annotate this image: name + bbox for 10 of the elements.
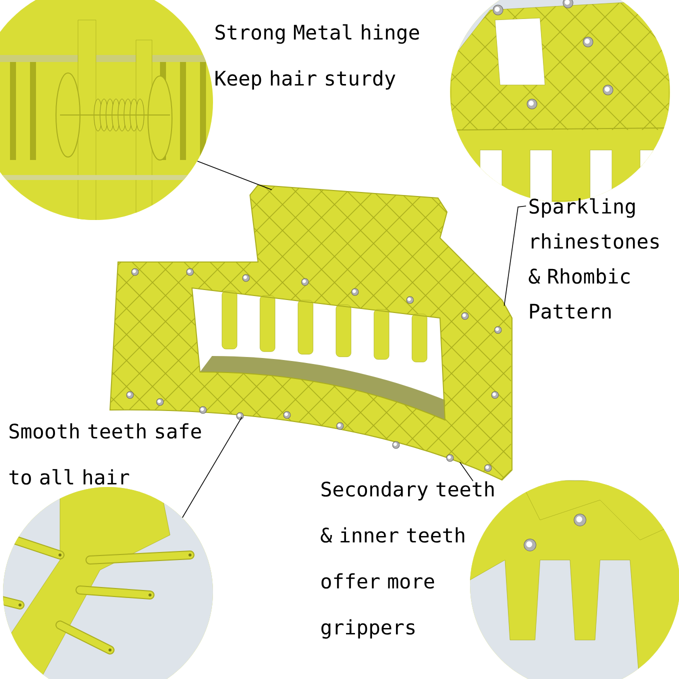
caption-text: Strong Metal hinge Keep hair sturdy xyxy=(216,24,419,90)
leader-line xyxy=(459,462,474,482)
caption-text: Smooth teeth safe to all hair xyxy=(9,423,201,485)
teeth-photo xyxy=(3,487,213,679)
leader-line xyxy=(504,206,526,306)
leader-line xyxy=(182,416,242,518)
callout-text: Secondary teeth & inner teeth offer more grippers xyxy=(320,481,494,639)
hinge-photo xyxy=(0,0,213,220)
callout-text: Sparkling rhinestones & Rhombic Pattern xyxy=(528,198,659,319)
leader-line xyxy=(196,160,272,190)
